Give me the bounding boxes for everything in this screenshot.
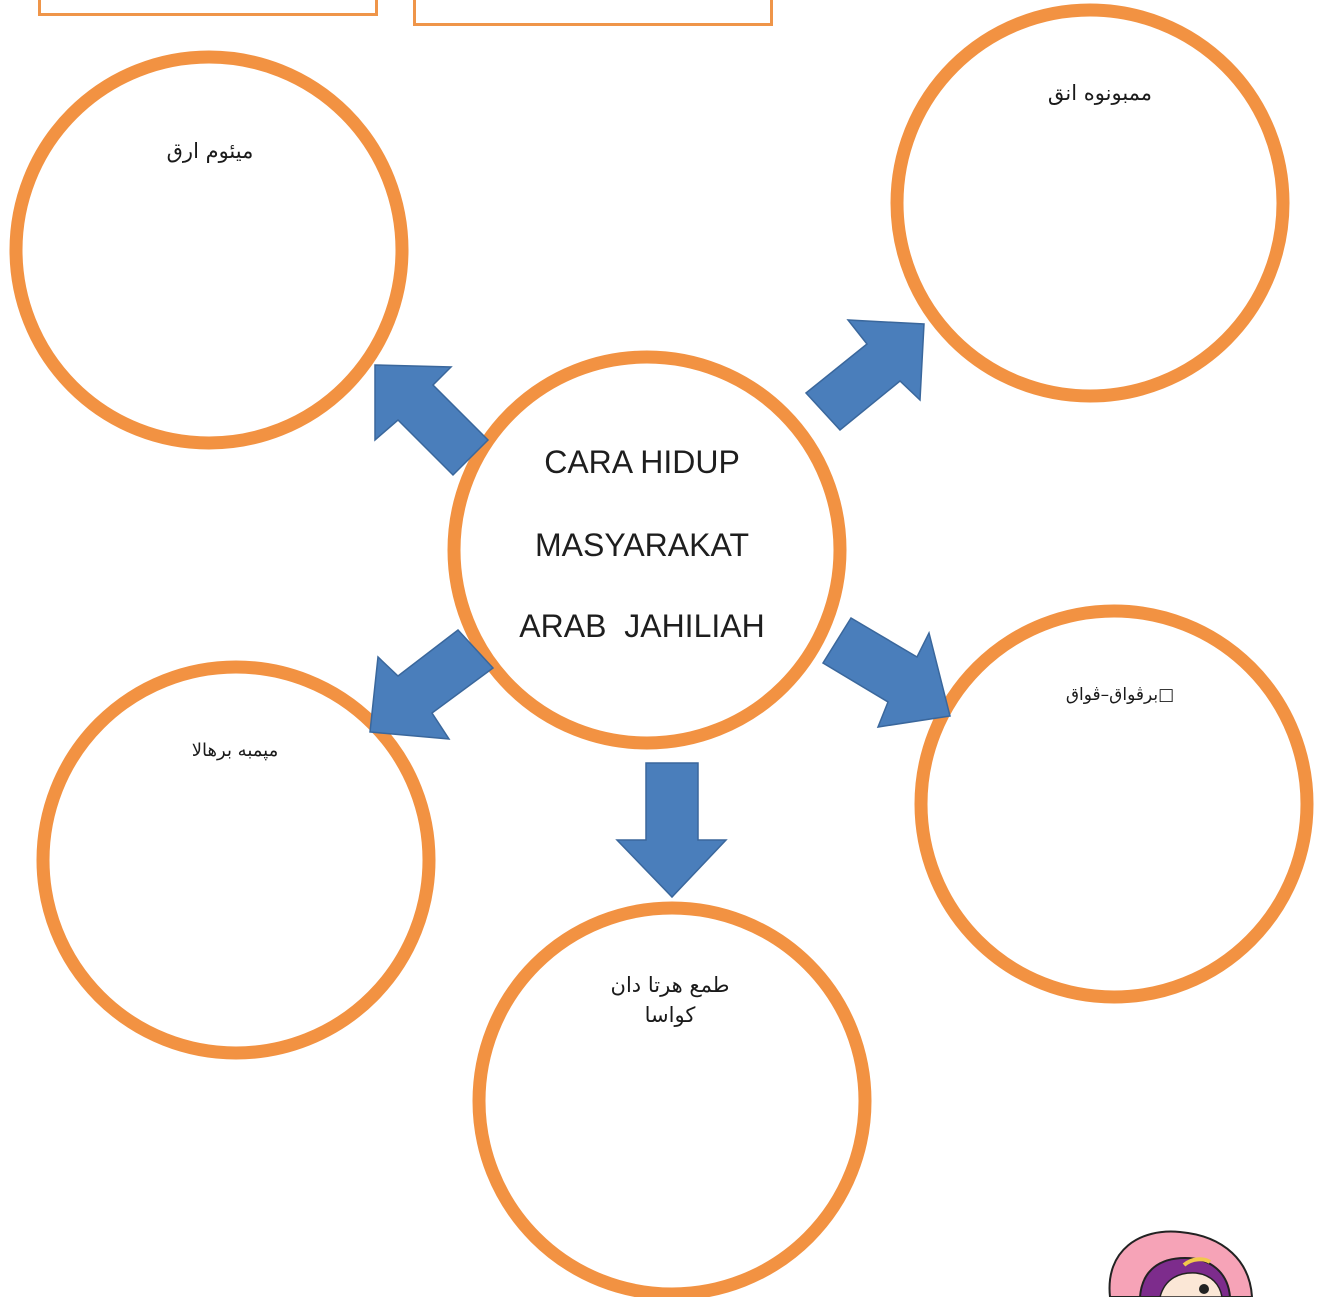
- branch-circle-right: [914, 604, 1314, 1004]
- branch-label-bottom-left: مپمبه برهالا: [191, 740, 279, 761]
- branch-circle-top-right: [890, 3, 1290, 403]
- arrow-icon-down-left: [369, 628, 495, 740]
- branch-circle-bottom-left: [36, 660, 436, 1060]
- center-title-line-3: ARAB JAHILIAH: [519, 608, 765, 644]
- branch-label-top-right: ممبونوه انق: [1047, 81, 1153, 105]
- arrow-icon-up-right: [804, 319, 925, 432]
- center-circle: [447, 350, 847, 750]
- branch-circle-bottom-center: [472, 901, 872, 1297]
- arrow-icon-down-right: [821, 616, 951, 728]
- center-title-line-1: CARA HIDUP: [544, 444, 740, 480]
- branch-label-right: □برڤواق–ڤواق: [1065, 685, 1175, 705]
- girl-character-icon: [1108, 1230, 1254, 1297]
- branch-circle-top-left: [9, 50, 409, 450]
- branch-label-bottom-center: طمع هرتا دان کواسا: [610, 973, 730, 1028]
- top-left-box: [38, 0, 378, 16]
- branch-label-top-left: ميئوم ارق: [166, 139, 254, 163]
- top-center-box: [413, 0, 773, 26]
- arrow-icon-up-left: [374, 364, 490, 477]
- center-title-line-2: MASYARAKAT: [535, 527, 749, 563]
- arrow-icon-down: [615, 762, 728, 899]
